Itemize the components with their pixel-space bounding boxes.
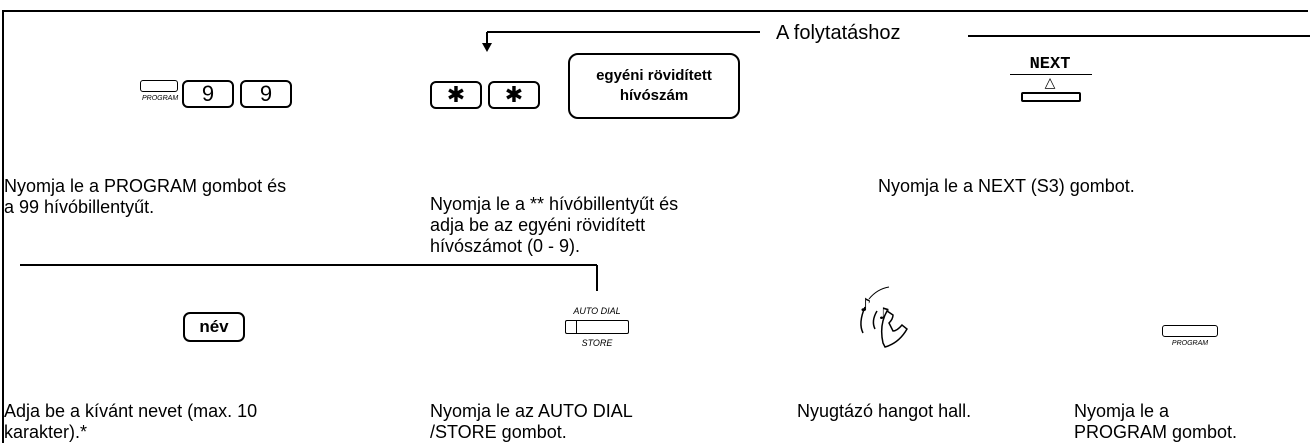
star-key-first: ✱ xyxy=(430,81,482,109)
diagram-frame xyxy=(2,10,1308,443)
store-caption: STORE xyxy=(581,338,613,348)
personal-key-line1: egyéni rövidített xyxy=(596,67,712,84)
step6-description: Nyugtázó hangot hall. xyxy=(797,401,972,421)
step5-description: Nyomja le az AUTO DIAL /STORE gombot. xyxy=(430,401,633,443)
dial-key-9-second-label: 9 xyxy=(259,81,273,106)
step7-description-line1: Nyomja le a xyxy=(1074,401,1170,421)
step3-description: Nyomja le a NEXT (S3) gombot. xyxy=(878,176,1135,196)
step2-description-line2: adja be az egyéni rövidített xyxy=(430,215,646,235)
handset-tone-icon: ♪ ♫ xyxy=(860,286,908,348)
star-icon: ✱ xyxy=(446,82,466,107)
step4-description: Adja be a kívánt nevet (max. 10 karakter… xyxy=(4,401,257,443)
svg-text:♪: ♪ xyxy=(860,295,872,316)
program-caption: PROGRAM xyxy=(142,95,179,102)
step2-description-line3: hívószámot (0 - 9). xyxy=(430,236,581,256)
dial-key-9-first: 9 xyxy=(182,80,234,108)
star-icon: ✱ xyxy=(504,82,524,107)
auto-dial-store-key xyxy=(565,320,629,334)
program-key-final xyxy=(1162,325,1218,337)
next-label: NEXT xyxy=(1029,55,1071,74)
next-divider xyxy=(1010,74,1092,75)
step1-description: Nyomja le a PROGRAM gombot és a 99 hívób… xyxy=(4,176,286,218)
step4-description-line1: Adja be a kívánt nevet (max. 10 xyxy=(4,401,258,421)
step5-description-line2: /STORE gombot. xyxy=(430,422,567,442)
dial-key-9-second: 9 xyxy=(240,80,292,108)
star-key-second: ✱ xyxy=(488,81,540,109)
name-key-label: név xyxy=(199,317,229,336)
triangle-icon: △ xyxy=(1044,74,1056,90)
step2-description: Nyomja le a ** hívóbillentyűt és adja be… xyxy=(430,194,678,257)
next-soft-key xyxy=(1021,92,1081,102)
auto-dial-key-divider xyxy=(566,321,577,333)
auto-dial-caption: AUTO DIAL xyxy=(573,306,621,316)
personal-key-line2: hívószám xyxy=(619,87,689,104)
step4-description-line2: karakter).* xyxy=(4,422,88,442)
dial-key-9-first-label: 9 xyxy=(201,81,215,106)
personal-speed-dial-key: egyéni rövidített hívószám xyxy=(568,53,740,119)
continue-label: A folytatáshoz xyxy=(772,22,905,45)
program-key xyxy=(140,80,178,92)
step1-description-line2: a 99 hívóbillentyűt. xyxy=(4,197,155,217)
step7-description-line2: PROGRAM gombot. xyxy=(1074,422,1238,442)
step1-description-line1: Nyomja le a PROGRAM gombot és xyxy=(4,176,287,196)
name-key: név xyxy=(183,312,245,342)
step5-description-line1: Nyomja le az AUTO DIAL xyxy=(430,401,633,421)
step2-description-line1: Nyomja le a ** hívóbillentyűt és xyxy=(430,194,679,214)
program-caption-final: PROGRAM xyxy=(1171,340,1209,347)
step7-description: Nyomja le a PROGRAM gombot. xyxy=(1074,401,1237,443)
